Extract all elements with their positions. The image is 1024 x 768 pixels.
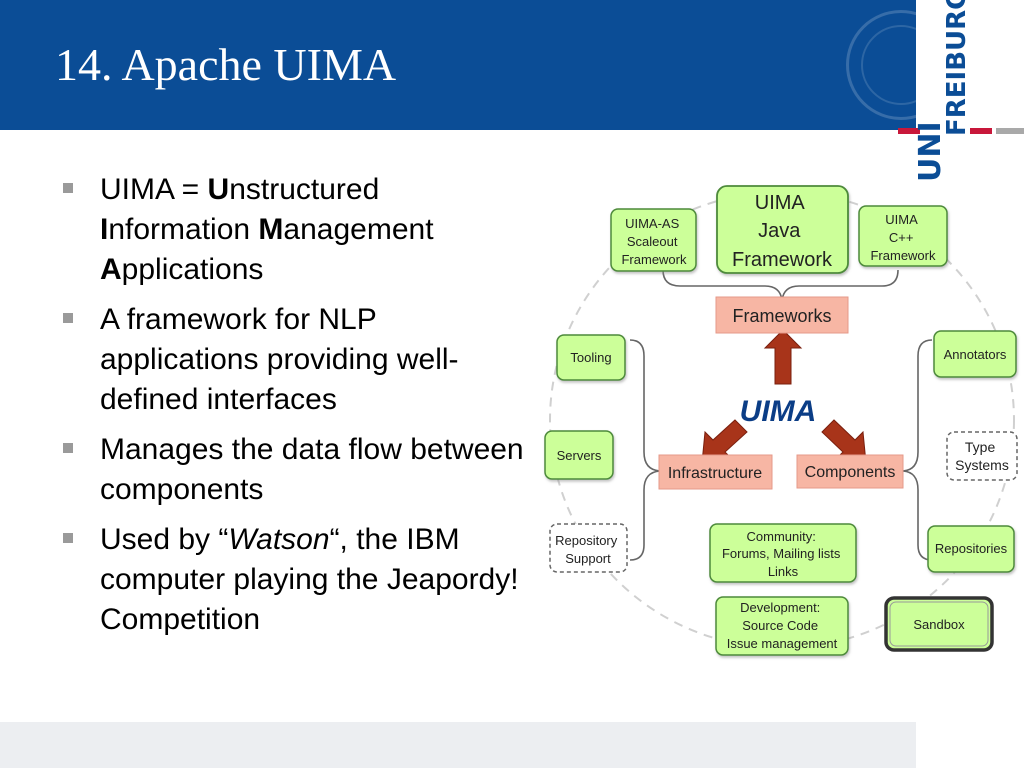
svg-text:Repository Support: Repository Support [555, 533, 621, 566]
node-annotators: Annotators [933, 330, 1017, 378]
hub-infrastructure: Infrastructure [658, 454, 773, 490]
node-label: Servers [557, 448, 602, 463]
hub-label: Infrastructure [668, 465, 762, 482]
bullet-text-bold: A [100, 253, 122, 286]
node-label: UIMA [755, 192, 806, 214]
node-label: Java [758, 220, 801, 242]
svg-text:Type Systems: Type Systems [955, 439, 1009, 473]
bullet-text: Used by “ [100, 523, 229, 556]
node-label: Repository [555, 533, 618, 548]
node-community: Community: Forums, Mailing lists Links [709, 523, 857, 583]
node-label: Support [565, 551, 611, 566]
node-label: Repositories [935, 541, 1008, 556]
ecosystem-ring [549, 191, 1015, 649]
node-label: Tooling [570, 350, 611, 365]
node-label: UIMA [885, 212, 918, 227]
logo-accent-bar [996, 128, 1024, 134]
bullet-text: Manages the data flow between components [100, 433, 524, 506]
bullet-marker-icon [63, 443, 73, 453]
hub-components: Components [796, 454, 904, 489]
svg-text:UIMA Java Framewor: UIMA Java Framework [732, 192, 833, 271]
bullet-text-bold: M [258, 213, 284, 246]
bullet-text: anagement [283, 213, 434, 246]
node-label: C++ [889, 230, 914, 245]
node-tooling: Tooling [556, 334, 626, 381]
bullet-text-bold: I [100, 213, 109, 246]
arrow-to-components [821, 419, 867, 464]
bullet-marker-icon [63, 313, 73, 323]
node-label: Community: [747, 529, 816, 544]
bullet-marker-icon [63, 533, 73, 543]
node-uima-java: UIMA Java Framework [716, 185, 849, 274]
node-development: Development: Source Code Issue managemen… [715, 596, 849, 656]
node-label: Issue management [727, 636, 838, 651]
node-repositories: Repositories [927, 525, 1015, 573]
bullet-item: Manages the data flow between components [60, 430, 530, 510]
components-brace [902, 339, 933, 561]
node-repository-support: Repository Support [549, 523, 628, 573]
bullet-text-italic: Watson [228, 523, 330, 556]
infrastructure-brace [629, 339, 661, 561]
node-label: Type [965, 439, 996, 455]
bullet-marker-icon [63, 183, 73, 193]
node-label: Systems [955, 457, 1009, 473]
frameworks-brace [662, 269, 899, 301]
svg-text:UIMA C++ Framework: UIMA C++ Framework [870, 212, 936, 263]
bullet-text: nstructured [229, 173, 380, 206]
svg-text:Development: Source Code: Development: Source Code Issue managemen… [727, 600, 838, 651]
hub-label: Components [805, 464, 896, 481]
node-label: Framework [732, 249, 833, 271]
bullet-item: Used by “Watson“, the IBM computer playi… [60, 520, 530, 640]
node-label: Framework [621, 252, 687, 267]
title-bar: 14. Apache UIMA [0, 0, 956, 130]
hub-frameworks: Frameworks [715, 296, 849, 334]
node-uima-as: UIMA-AS Scaleout Framework [610, 208, 697, 272]
bullet-item: UIMA = Unstructured Information Manageme… [60, 170, 530, 290]
logo-accent-bar [898, 128, 920, 134]
node-label: Scaleout [627, 234, 678, 249]
node-type-systems: Type Systems [946, 431, 1018, 481]
node-label: Development: [740, 600, 820, 615]
node-servers: Servers [544, 430, 614, 480]
node-label: Links [768, 564, 799, 579]
slide-title: 14. Apache UIMA [55, 39, 397, 90]
bullet-text-bold: U [207, 173, 230, 206]
arrow-to-frameworks [763, 329, 803, 385]
svg-text:Community: Forums, Maili: Community: Forums, Mailing lists Links [722, 529, 844, 579]
svg-text:UIMA-AS Scaleout F: UIMA-AS Scaleout Framework [621, 216, 687, 267]
bullet-text: A framework for NLP applications providi… [100, 303, 459, 416]
bullet-text: “, the IBM computer playing the Jeapordy… [100, 523, 519, 636]
node-label: UIMA-AS [625, 216, 680, 231]
node-uima-cpp: UIMA C++ Framework [858, 205, 948, 267]
bullet-list: UIMA = Unstructured Information Manageme… [60, 170, 530, 650]
node-label: Sandbox [913, 617, 965, 632]
node-label: Source Code [742, 618, 818, 633]
node-label: Forums, Mailing lists [722, 546, 841, 561]
node-label: Framework [870, 248, 936, 263]
bullet-text: pplications [121, 253, 264, 286]
node-label: Annotators [944, 347, 1007, 362]
uima-center-label: UIMA [740, 395, 817, 428]
bullet-text: UIMA = [100, 173, 208, 206]
logo-accent-bar [970, 128, 992, 134]
node-sandbox: Sandbox [884, 596, 994, 652]
bullet-text: nformation [108, 213, 259, 246]
footer-bar [0, 722, 916, 768]
bullet-item: A framework for NLP applications providi… [60, 300, 530, 420]
hub-label: Frameworks [732, 306, 831, 326]
